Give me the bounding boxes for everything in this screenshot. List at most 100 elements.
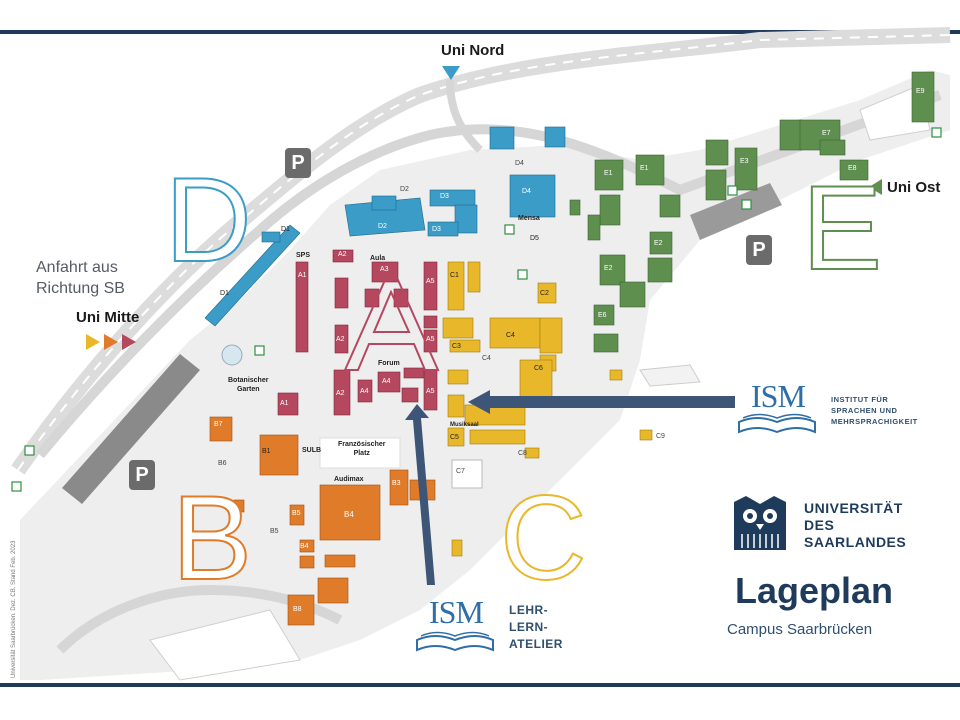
building-a5-north: A5 — [426, 278, 435, 285]
ism-logo-text: ISM — [751, 378, 806, 414]
building-a5-south: A5 — [426, 388, 435, 395]
building-a2-south: A2 — [336, 390, 345, 397]
uni-ost-triangle — [869, 179, 882, 195]
building-c1: C1 — [450, 272, 459, 279]
owl-emblem-icon — [734, 496, 786, 550]
building-c5: C5 — [450, 434, 459, 441]
building-b8: B8 — [293, 606, 302, 613]
ism-institute-line-1: INSTITUT FÜR — [831, 395, 889, 404]
university-name: UNIVERSITÄT DES SAARLANDES — [804, 500, 906, 551]
building-d1: D1 — [220, 290, 229, 297]
botanic-garden-line-2: Garten — [236, 386, 260, 393]
arrow-to-lehr-lern-atelier — [405, 404, 435, 585]
approach-line-1: Anfahrt aus — [36, 259, 118, 276]
label-uni-nord: Uni Nord — [441, 42, 505, 59]
building-e6: E6 — [598, 312, 607, 319]
ring-road-center — [17, 34, 951, 471]
ism-institute-line-3: MEHRSPRACHIGKEIT — [831, 417, 918, 426]
area-letter-b: B — [171, 471, 253, 605]
building-c2: C2 — [540, 290, 549, 297]
top-rule — [0, 30, 960, 34]
pond — [221, 344, 243, 366]
building-d4: D4 — [522, 188, 531, 195]
building-c3: C3 — [452, 343, 461, 350]
parking-lot-west — [62, 354, 200, 504]
area-d-buildings — [204, 126, 566, 327]
label-aula: Aula — [370, 255, 386, 262]
bottom-rule — [0, 683, 960, 687]
ism-institute-badge: ISM INSTITUT FÜR SPRACHEN UND MEHRSPRACH… — [735, 378, 950, 438]
building-a4-south: A4 — [360, 388, 369, 395]
area-letter-d: D — [164, 153, 253, 287]
area-letter-c: C — [499, 471, 588, 605]
ism-institute-line-2: SPRACHEN UND — [831, 406, 898, 415]
building-b3: B3 — [392, 480, 401, 487]
french-square-line-2: Platz — [353, 450, 370, 457]
label-sulb: SULB — [302, 447, 322, 454]
label-french-square: Französischer Platz — [338, 440, 385, 458]
ism-institute-name: INSTITUT FÜR SPRACHEN UND MEHRSPRACHIGKE… — [831, 394, 918, 427]
uni-nord-triangle — [442, 66, 460, 80]
building-a3-north: A3 — [380, 266, 389, 273]
building-d4-small: D4 — [515, 160, 524, 167]
area-a-outline-letter — [343, 279, 440, 371]
building-c7: C7 — [456, 468, 465, 475]
label-forum: Forum — [378, 360, 400, 367]
university-logo-block: UNIVERSITÄT DES SAARLANDES — [728, 490, 953, 560]
page-subtitle: Campus Saarbrücken — [727, 621, 873, 638]
building-b5-small: B5 — [270, 528, 279, 535]
french-square-line-1: Französischer — [338, 441, 386, 448]
label-audimax: Audimax — [334, 476, 364, 483]
building-c4: C4 — [506, 332, 515, 339]
parking-sign-north: P — [285, 148, 311, 178]
building-d3: D3 — [440, 193, 449, 200]
inner-road — [36, 90, 942, 459]
botanic-garden-line-1: Botanischer — [228, 377, 269, 384]
ism-atelier-line-3: ATELIER — [509, 637, 563, 651]
building-c4-small: C4 — [482, 355, 491, 362]
area-b-buildings — [209, 416, 436, 626]
ism-atelier-line-2: LERN- — [509, 620, 549, 634]
building-c8: C8 — [518, 450, 527, 457]
parking-lot-east — [690, 183, 782, 240]
building-e2-east: E2 — [654, 240, 663, 247]
approach-line-2: Richtung SB — [36, 280, 125, 297]
building-b5: B5 — [292, 510, 301, 517]
building-b4-small: B4 — [300, 543, 309, 550]
uni-mitte-triangle-3 — [122, 334, 136, 350]
ism-atelier-logo-text: ISM — [429, 594, 484, 630]
building-a1-north: A1 — [298, 272, 307, 279]
building-e2: E2 — [604, 265, 613, 272]
label-music-hall: Musiksaal — [450, 422, 479, 428]
building-e8: E8 — [848, 165, 857, 172]
building-c6: C6 — [534, 365, 543, 372]
building-d1-north: D1 — [281, 226, 290, 233]
label-uni-mitte: Uni Mitte — [76, 309, 140, 326]
building-e3: E3 — [740, 158, 749, 165]
ism-book-logo-icon — [738, 413, 816, 434]
building-d5: D5 — [530, 235, 539, 242]
uni-mitte-triangle-2 — [104, 334, 118, 350]
label-mensa: Mensa — [518, 215, 540, 222]
building-d3-small: D3 — [432, 226, 441, 233]
uni-mitte-triangle-1 — [86, 334, 100, 350]
french-square-plaza — [319, 437, 401, 469]
building-e1: E1 — [604, 170, 613, 177]
label-botanic-garden: Botanischer Garten — [228, 376, 268, 394]
area-e-buildings — [569, 71, 935, 353]
ism-atelier-badge: ISM LEHR- LERN- ATELIER — [413, 592, 593, 658]
ism-atelier-line-1: LEHR- — [509, 603, 549, 617]
parking-sign-west: P — [129, 460, 155, 490]
c7-area — [451, 459, 483, 489]
ism-atelier-book-logo-icon — [416, 631, 494, 652]
building-b6: B6 — [218, 460, 227, 467]
building-a1-south: A1 — [280, 400, 289, 407]
building-e1-east: E1 — [640, 165, 649, 172]
north-road — [446, 79, 483, 153]
parking-sign-east: P — [746, 235, 772, 265]
c9-hall — [639, 364, 701, 387]
area-letter-e: E — [801, 161, 883, 295]
approach-text: Anfahrt aus Richtung SB — [36, 257, 125, 299]
